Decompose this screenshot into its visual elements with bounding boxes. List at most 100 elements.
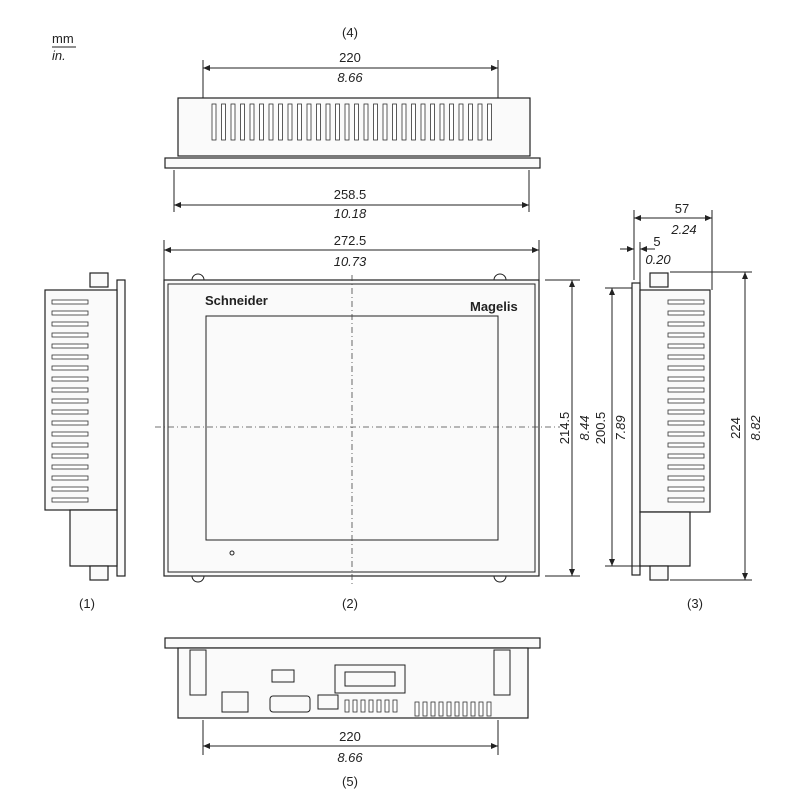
vent-slot <box>667 409 705 415</box>
vent-slot <box>344 699 350 713</box>
vent-slot <box>478 701 484 717</box>
vent-slot <box>438 701 444 717</box>
view-label-left: (1) <box>79 596 95 611</box>
dim-total-height-in: 8.82 <box>748 415 763 441</box>
vent-slot <box>430 103 435 141</box>
vent-slot <box>667 475 705 481</box>
vent-slot <box>392 699 398 713</box>
unit-mm: mm <box>52 31 74 46</box>
vent-slot <box>51 497 89 503</box>
vent-slot <box>667 387 705 393</box>
vent-slot <box>449 103 454 141</box>
dim-depth-mm: 57 <box>675 201 689 216</box>
vent-slot <box>287 103 293 141</box>
vent-slot <box>352 699 358 713</box>
vent-slot <box>420 103 426 141</box>
vent-slot <box>667 486 705 492</box>
vent-slot <box>439 103 445 141</box>
vent-slot <box>297 103 302 141</box>
vent-slot <box>51 398 89 404</box>
dim-panel-height-mm: 200.5 <box>593 412 608 445</box>
vent-slot <box>667 343 705 349</box>
vent-slot <box>354 103 359 141</box>
view-label-bottom: (5) <box>342 774 358 789</box>
vent-slot <box>51 321 89 327</box>
vent-slot <box>373 103 378 141</box>
vent-slot <box>240 103 245 141</box>
dim-top-width-mm: 220 <box>339 50 361 65</box>
vent-slot <box>401 103 407 141</box>
vent-slot <box>462 701 468 717</box>
unit-in: in. <box>52 48 66 63</box>
vent-slot <box>667 321 705 327</box>
view-label-front: (2) <box>342 596 358 611</box>
vent-slot <box>667 431 705 437</box>
vent-slot <box>211 103 217 141</box>
vent-slot <box>51 442 89 448</box>
vent-slot <box>51 343 89 349</box>
dim-overall-width-in: 10.73 <box>334 254 367 269</box>
dim-bezel-mm: 5 <box>653 234 660 249</box>
vent-slot <box>667 310 705 316</box>
vent-slot <box>667 299 705 305</box>
vent-slot <box>468 103 473 141</box>
vent-slot <box>477 103 483 141</box>
vent-slot <box>51 420 89 426</box>
vent-slot <box>667 332 705 338</box>
left-side-view <box>44 272 126 581</box>
vent-slot <box>667 376 705 382</box>
brand-logo: Schneider <box>205 293 268 308</box>
dim-flange-width-mm: 258.5 <box>334 187 367 202</box>
vent-slot <box>667 365 705 371</box>
vent-slot <box>278 103 283 141</box>
vent-slot <box>376 699 382 713</box>
vent-slot <box>667 420 705 426</box>
vent-slot <box>446 701 452 717</box>
vent-slot <box>51 464 89 470</box>
view-label-right: (3) <box>687 596 703 611</box>
dim-panel-height-in: 7.89 <box>613 415 628 440</box>
vent-slot <box>384 699 390 713</box>
vent-slot <box>667 442 705 448</box>
vent-slot <box>667 398 705 404</box>
vent-slot <box>316 103 321 141</box>
dim-bezel-in: 0.20 <box>645 252 671 267</box>
units-legend: mm in. <box>52 31 76 63</box>
top-view: 220 8.66 258.5 10.18 <box>164 50 541 221</box>
vent-slot <box>51 365 89 371</box>
vent-slot <box>486 701 492 717</box>
vent-slot <box>667 354 705 360</box>
vent-slot <box>51 431 89 437</box>
vent-slot <box>51 299 89 305</box>
vent-slot <box>382 103 388 141</box>
dim-height-mm: 214.5 <box>557 412 572 445</box>
bottom-view: 220 8.66 <box>164 637 541 765</box>
vent-slot <box>51 453 89 459</box>
vent-slot <box>51 376 89 382</box>
vent-slot <box>360 699 366 713</box>
vent-slot <box>430 701 436 717</box>
vent-slot <box>51 354 89 360</box>
vent-slot <box>667 453 705 459</box>
vent-slot <box>51 486 89 492</box>
vent-slot <box>458 103 464 141</box>
vent-slot <box>51 310 89 316</box>
vent-slot <box>667 497 705 503</box>
vent-slot <box>470 701 476 717</box>
dim-bottom-width-in: 8.66 <box>337 750 363 765</box>
product-logo: Magelis <box>470 299 518 314</box>
vent-slot <box>667 464 705 470</box>
vent-slot <box>51 387 89 393</box>
vent-slot <box>363 103 369 141</box>
vent-slot <box>411 103 416 141</box>
dim-height-in: 8.44 <box>577 415 592 440</box>
vent-slot <box>344 103 350 141</box>
vent-slot <box>414 701 420 717</box>
vent-slot <box>368 699 374 713</box>
vent-slot <box>306 103 312 141</box>
vent-slot <box>51 332 89 338</box>
dim-total-height-mm: 224 <box>728 417 743 439</box>
dim-depth-in: 2.24 <box>670 222 696 237</box>
